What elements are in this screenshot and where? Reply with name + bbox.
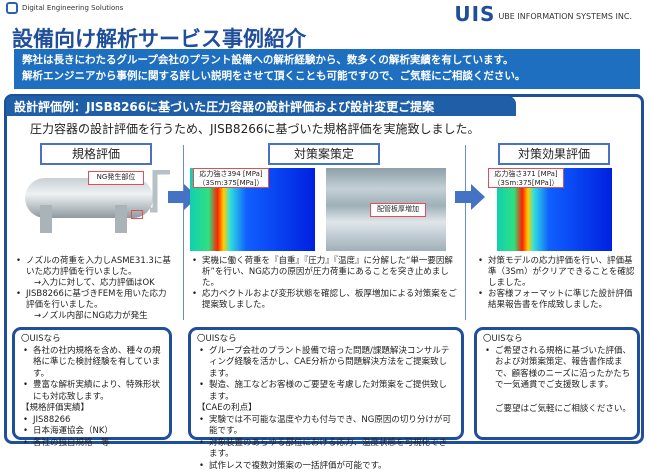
des-logo-text: Digital Engineering Solutions	[22, 4, 123, 12]
column-title-effect: 対策効果評価	[498, 143, 610, 165]
column-title-countermeasure: 対策案策定	[268, 143, 380, 165]
bullet: 対策モデルの応力評価を行い、評価基準（3Sm）がクリアできることを確認しました。	[476, 256, 636, 289]
column-title-standard: 規格評価	[40, 143, 152, 165]
box-item: 日本海運協会（NK）	[21, 426, 163, 438]
box-heading: 〇UISなら	[483, 334, 631, 346]
pipe-thickness-callout: 配管板厚増加	[370, 203, 426, 217]
des-logo-icon	[6, 2, 18, 14]
box-item: 豊富な解析実績により、特殊形状にも対応致します。	[21, 380, 163, 403]
box-heading: 〇UISなら	[21, 334, 163, 346]
intro-banner: 弊社は長きにわたるグループ会社のプラント設備への解析経験から、数多くの解析実績を…	[14, 49, 640, 89]
bullet: ノズルの荷重を入力しASME31.3に基いた応力評価を行いました。	[14, 256, 174, 278]
bullet: 実機に働く荷重を『自重』『圧力』『温度』に分解した“単一要因解析”を行い、NG応…	[190, 256, 460, 289]
bullet: JISB8266に基づきFEMを用いた応力評価を行いました。	[14, 289, 174, 311]
stress-callout-before: 応力強さ394 [MPa]（3Sm:375[MPa]）	[193, 168, 269, 188]
box-heading: 〇UISなら	[197, 334, 455, 346]
box-item: 実験では不可能な温度や力も付与でき、NG原因の切り分けが可能です。	[197, 415, 455, 438]
box-item: JIS88266	[21, 415, 163, 427]
box-note: ご要望はご気軽にご相談ください。	[483, 404, 631, 416]
divider	[183, 145, 184, 320]
ng-location-callout: NG発生部位	[88, 171, 144, 185]
divider	[465, 145, 466, 320]
box-item: 各社の独自規格 等	[21, 438, 163, 450]
bullet: 応力ベクトルおよび変形状態を確認し、板厚増加による対策案をご提案致しました。	[190, 289, 460, 311]
box-item: グループ会社のプラント設備で培った問題/課題解決コンサルティング経験を活かし、C…	[197, 346, 455, 381]
des-logo: Digital Engineering Solutions	[6, 2, 123, 14]
case-subtitle: 圧力容器の設計評価を行うため、JISB8266に基づいた規格評価を実施致しました…	[30, 120, 479, 137]
box-item: 各社の社内規格を含め、種々の規格に準じた検討経験を有しています。	[21, 346, 163, 381]
ng-location-marker	[131, 210, 143, 219]
stress-callout-after: 応力強さ371 [MPa]（3Sm:375[MPa]）	[488, 168, 564, 188]
box-subheading: 【CAEの利点】	[197, 403, 455, 415]
intro-line: 弊社は長きにわたるグループ会社のプラント設備への解析経験から、数多くの解析実績を…	[22, 52, 632, 68]
uis-logo-mark: UIS	[454, 4, 495, 24]
bullet-note: →ノズル内部にNG応力が発生	[14, 311, 174, 322]
countermeasure-bullets: 実機に働く荷重を『自重』『圧力』『温度』に分解した“単一要因解析”を行い、NG応…	[190, 256, 460, 311]
box-item: 試作レスで複数対策案の一括評価が可能です。	[197, 461, 455, 472]
box-item: 製造、施工などお客様のご要望を考慮した対策案をご提供致します。	[197, 380, 455, 403]
intro-line: 解析エンジニアから事例に関する詳しい説明をさせて頂くことも可能ですので、ご気軽に…	[22, 68, 632, 84]
box-item: 対象装置のあらゆる部位における応力、温度状態を可視化できます。	[197, 438, 455, 461]
case-heading: 設計評価例：JISB8266に基づいた圧力容器の設計評価および設計変更ご提案	[6, 96, 516, 116]
right-arrow-icon	[455, 184, 485, 210]
effect-bullets: 対策モデルの応力評価を行い、評価基準（3Sm）がクリアできることを確認しました。…	[476, 256, 636, 311]
bullet: お客様フォーマットに準じた設計評価結果報告書を作成致しました。	[476, 289, 636, 311]
bullet-note: →入力に対して、応力評価はOK	[14, 278, 174, 289]
box-item: ご希望される規格に基づいた評価、および対策案策定、報告書作成まで、顧客様のニーズ…	[483, 346, 631, 392]
uis-strength-box-support: 〇UISなら ご希望される規格に基づいた評価、および対策案策定、報告書作成まで、…	[474, 327, 640, 440]
uis-strength-box-standard: 〇UISなら 各社の社内規格を含め、種々の規格に準じた検討経験を有しています。 …	[12, 327, 172, 440]
uis-strength-box-cae: 〇UISなら グループ会社のプラント設備で培った問題/課題解決コンサルティング経…	[188, 327, 464, 440]
uis-logo-text: UBE INFORMATION SYSTEMS INC.	[498, 12, 632, 21]
box-subheading: 【規格評価実績】	[21, 403, 163, 415]
standard-bullets: ノズルの荷重を入力しASME31.3に基いた応力評価を行いました。 →入力に対し…	[14, 256, 174, 322]
